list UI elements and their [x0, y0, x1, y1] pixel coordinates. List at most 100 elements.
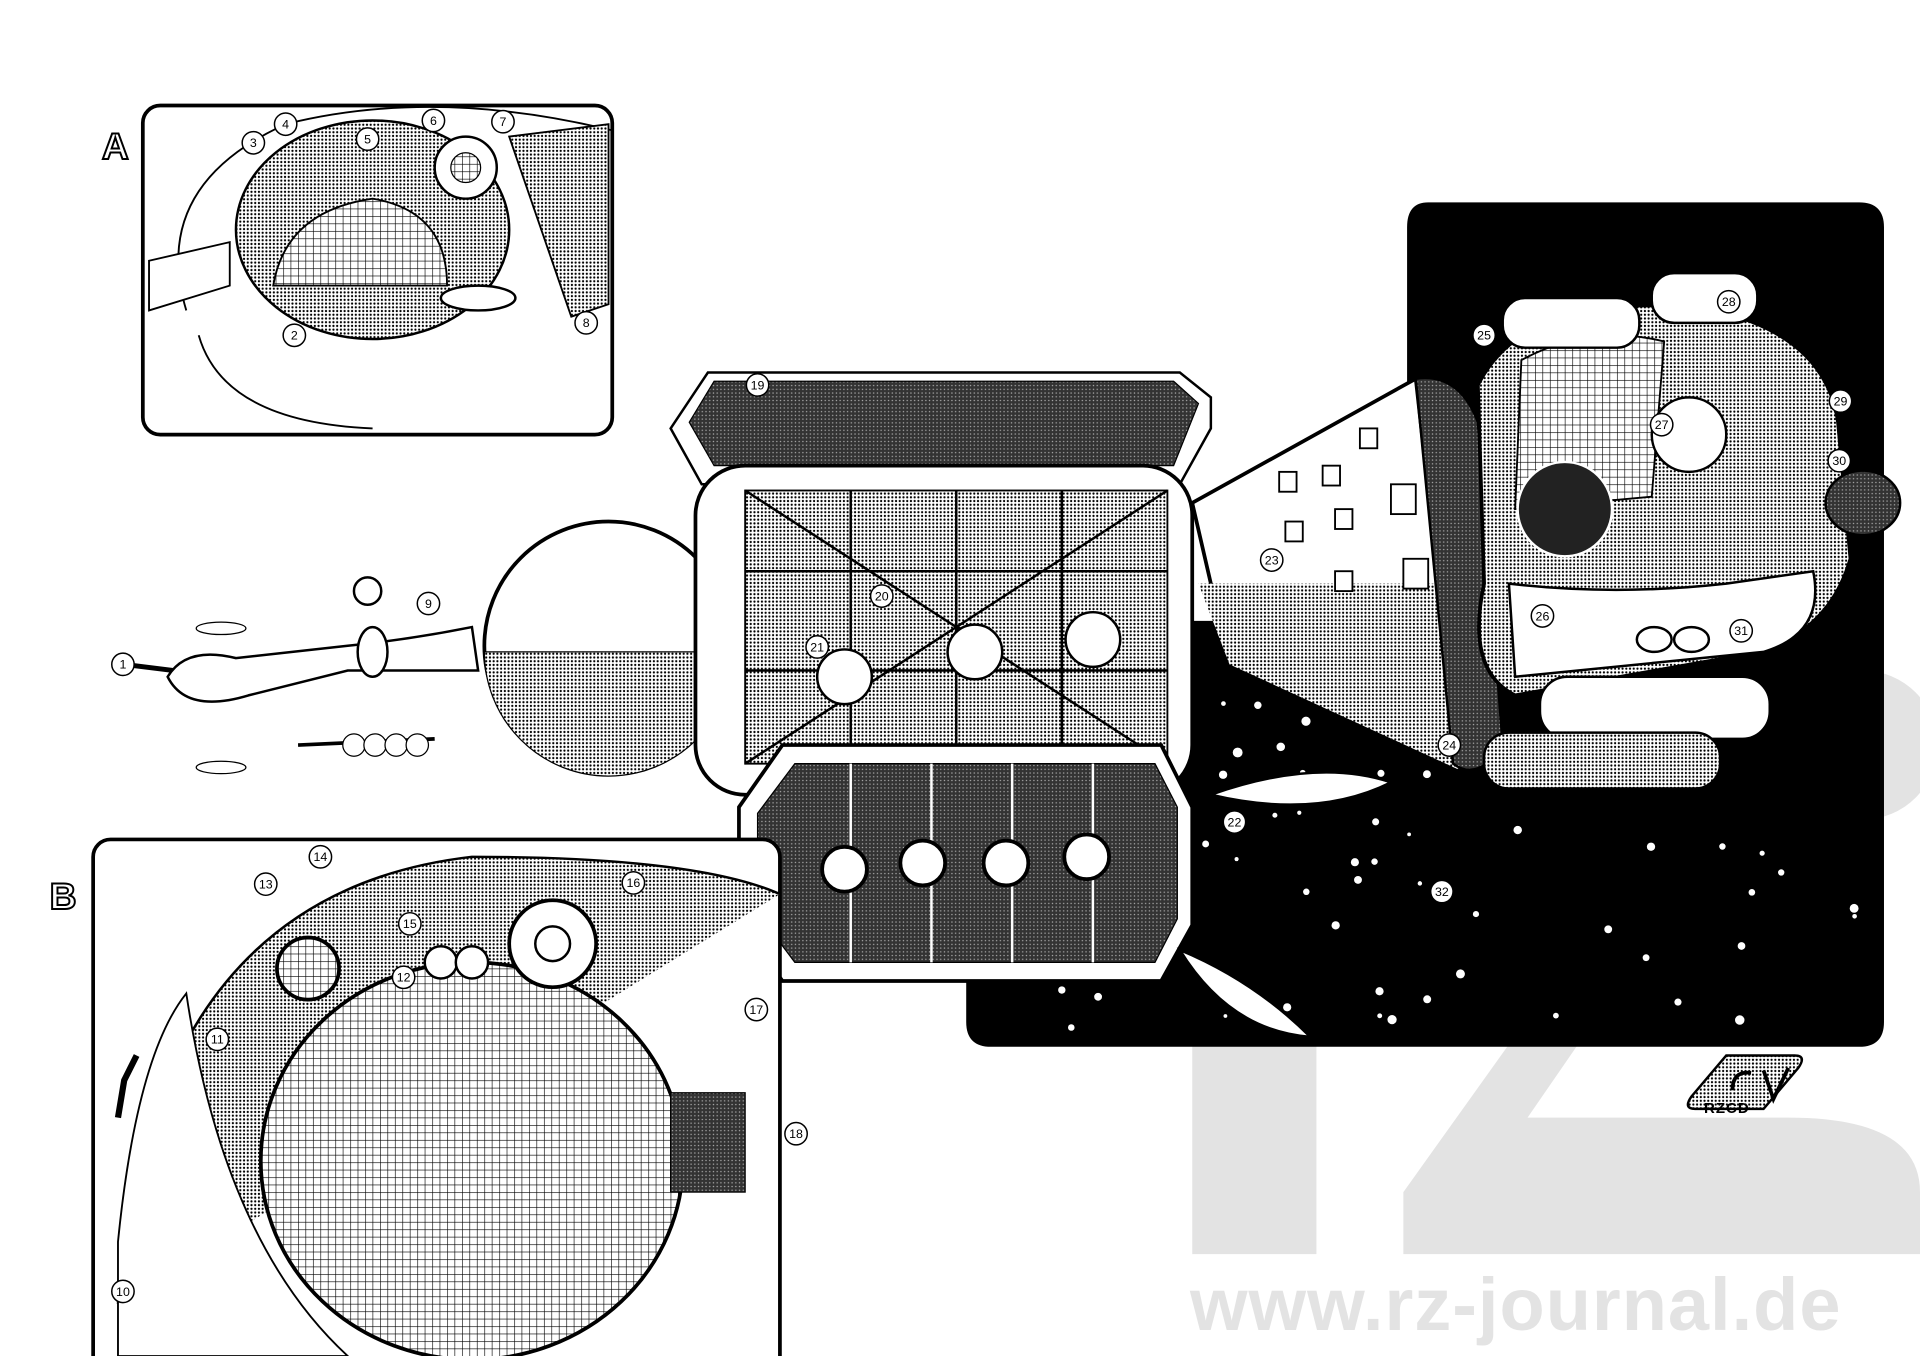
star	[1407, 832, 1411, 837]
panel-b-detail	[91, 837, 782, 1356]
star	[1604, 925, 1613, 934]
callout-10: 10	[111, 1279, 135, 1304]
star	[1387, 1015, 1397, 1025]
star	[1223, 1014, 1228, 1018]
star	[1377, 1013, 1383, 1019]
star	[1067, 1024, 1075, 1031]
callout-number: 30	[1832, 454, 1846, 468]
callout-circle	[805, 635, 830, 659]
callout-circle	[205, 1027, 230, 1052]
callout-27: 27	[1649, 412, 1674, 437]
star	[1094, 992, 1103, 1001]
star	[1254, 701, 1262, 710]
callout-31: 31	[1729, 618, 1754, 643]
callout-number: 20	[875, 589, 889, 603]
star	[1719, 843, 1726, 850]
star	[1375, 987, 1384, 996]
callout-number: 14	[314, 850, 328, 864]
callout-circle	[574, 310, 599, 335]
star	[1303, 888, 1310, 896]
star	[1221, 701, 1226, 706]
callout-number: 17	[749, 1003, 763, 1017]
callout-circle	[391, 965, 416, 990]
star	[1350, 858, 1359, 867]
signature-monogram	[1686, 1054, 1804, 1111]
callout-number: 13	[259, 877, 273, 891]
callout-circle	[1437, 733, 1462, 757]
callout-circle	[1222, 810, 1247, 834]
callout-circle	[784, 1121, 808, 1146]
callout-circle	[1716, 289, 1741, 314]
callout-number: 18	[789, 1127, 803, 1141]
star	[1372, 818, 1380, 826]
callout-number: 10	[116, 1285, 130, 1299]
callout-number: 21	[810, 640, 824, 654]
callout-28: 28	[1716, 289, 1741, 314]
callout-26: 26	[1530, 603, 1555, 628]
callout-circle	[869, 584, 894, 608]
callout-29: 29	[1828, 389, 1853, 414]
callout-circle	[1472, 323, 1497, 348]
signature-label: RZCD	[1704, 1100, 1750, 1117]
callout-number: 3	[250, 136, 257, 150]
star	[1674, 998, 1682, 1006]
callout-number: 19	[751, 378, 765, 392]
callout-circle	[1530, 603, 1555, 628]
callout-6: 6	[421, 108, 446, 133]
callout-circle	[1429, 879, 1454, 904]
callout-circle	[416, 591, 441, 616]
callout-circle	[253, 872, 278, 897]
star	[1422, 770, 1431, 779]
callout-number: 23	[1265, 553, 1279, 567]
callout-32: 32	[1429, 879, 1454, 904]
callout-circle	[111, 1279, 135, 1304]
callout-circle	[744, 997, 769, 1022]
callout-4: 4	[273, 112, 298, 137]
star	[1232, 747, 1243, 758]
callout-circle	[1827, 448, 1852, 473]
callout-number: 6	[430, 114, 437, 128]
callout-1: 1	[111, 652, 135, 677]
star	[1283, 1003, 1292, 1012]
star	[1377, 769, 1385, 777]
star	[1553, 1012, 1559, 1019]
callout-number: 28	[1722, 295, 1736, 309]
callout-circle	[273, 112, 298, 137]
callout-circle	[1649, 412, 1674, 437]
panel-a-letter: A	[102, 125, 129, 167]
callout-13: 13	[253, 872, 278, 897]
callout-number: 26	[1536, 609, 1550, 623]
callout-20: 20	[869, 584, 894, 608]
callout-number: 1	[119, 658, 126, 672]
callout-circle	[421, 108, 446, 133]
callout-number: 16	[626, 876, 640, 890]
star	[1513, 825, 1522, 835]
callout-number: 4	[282, 118, 289, 132]
callout-number: 7	[500, 115, 507, 129]
callout-number: 8	[583, 316, 590, 330]
callout-circle	[355, 127, 380, 151]
callout-3: 3	[241, 130, 266, 155]
callout-7: 7	[491, 109, 515, 134]
callout-14: 14	[308, 844, 333, 869]
callout-8: 8	[574, 310, 599, 335]
callout-12: 12	[391, 965, 416, 990]
callout-circle	[745, 373, 770, 397]
star	[1455, 969, 1465, 979]
star	[1218, 770, 1228, 779]
callout-number: 31	[1734, 624, 1748, 638]
callout-17: 17	[744, 997, 769, 1022]
star	[1759, 850, 1765, 856]
star	[1297, 810, 1302, 815]
callout-16: 16	[621, 870, 646, 895]
callout-number: 9	[425, 597, 432, 611]
star	[1778, 869, 1785, 876]
callout-5: 5	[355, 127, 380, 151]
callout-24: 24	[1437, 733, 1462, 757]
callout-number: 15	[403, 917, 417, 931]
star	[1423, 995, 1432, 1004]
star	[1735, 1015, 1745, 1025]
callout-number: 32	[1435, 885, 1449, 899]
